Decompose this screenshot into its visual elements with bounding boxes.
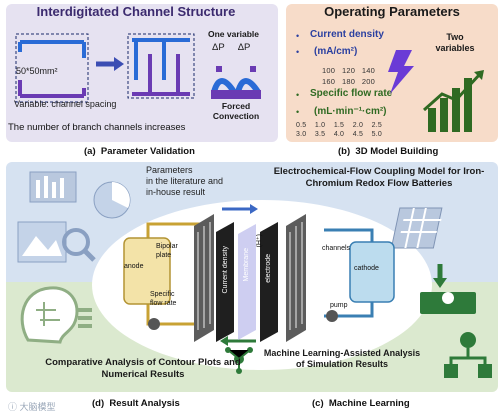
literature-text: Parameters in the literature and in-hous… [146,165,224,197]
bullet-icon: • [296,90,300,100]
cathode-pump-icon [326,310,338,322]
panel-parameter-validation [6,4,278,142]
anode-pump-icon [148,318,160,330]
caption-c: (c) Machine Learning [312,398,410,409]
grid-3d-icon [390,207,443,249]
ml-title: Machine Learning-Assisted Analysis of Si… [263,348,421,369]
bullet-icon: • [296,47,300,57]
plate-outline-right [127,33,195,99]
hierarchy-icon [444,332,492,378]
convection-arc-right-icon [235,78,261,94]
outlet-branches-right [132,54,190,96]
anode-tank [123,237,171,305]
electrode-right [260,222,278,342]
membrane [238,224,256,340]
inlet-branches-right [132,38,190,80]
membrane-label: Membrane [243,248,250,282]
bullet-icon: • [296,31,300,41]
current-values-row1: 100 120 140 [322,66,376,75]
channel-structure-illustration [15,33,261,103]
arrow-head-icon [114,57,124,71]
one-variable-label: One variable [208,29,260,39]
cathode-tank [349,241,395,303]
bar-icon-4 [464,78,472,132]
arrow-right-icon [222,204,258,214]
channels-label: channels [322,245,351,252]
branch-note: The number of branch channels increases [8,122,186,133]
flow-values-row2: 3.0 3.5 4.0 4.5 5.0 [296,131,382,138]
pump-label: pump [330,302,348,309]
proton-label: (H⁺) [256,234,263,248]
trend-arrow-icon [423,72,482,112]
model-icons [390,207,476,314]
bar-icon-2 [440,98,448,132]
anode-label: anode [124,263,144,270]
caption-b: (b) 3D Model Building [338,146,439,157]
panel-b-title: Operating Parameters [324,4,460,19]
pressure-drop-label: ΔP ΔP [212,42,251,53]
flow-battery-schematic [123,214,395,342]
arrow-left-icon [220,336,256,346]
bipolar-plate-label: Bipolar plate [156,243,178,259]
watermark: ⓘ 大脑模型 [8,402,56,412]
panel-a-title: Interdigitated Channel Structure [36,4,236,19]
convection-arc-left-icon [211,78,237,94]
caption-a: (a) Parameter Validation [84,146,195,157]
electrode-label: electrode [265,254,272,283]
bar-icon-3 [452,88,460,132]
inlet-channel-left [18,40,86,58]
cathode-pipe-top [324,228,374,242]
network-icon [225,347,253,374]
current-values-row2: 160 180 200 [322,77,376,86]
anode-pipe-top [146,222,202,238]
model-title: Electrochemical-Flow Coupling Model for … [273,166,485,189]
plate-outline-left [15,33,89,103]
forced-convection-label: Forced Convection [212,101,260,121]
bullet-icon: • [296,107,300,117]
parameter-icons [388,50,484,132]
contour-analysis-title: Comparative Analysis of Contour Plots an… [45,357,241,380]
lightning-icon [388,50,414,94]
flow-values-row1: 0.5 1.0 1.5 2.0 2.5 [296,122,382,129]
bar-icon-1 [428,108,436,132]
current-density-label: Current density [310,29,384,40]
specific-flow-rate-label: Specific flow rate [150,291,177,307]
variable-note: Variable: channel spacing [14,99,117,109]
flow-rate-label: Specific flow rate [310,88,393,99]
cathode-label: cathode [354,265,379,272]
current-unit-label: (mA/cm²) [314,46,358,57]
convection-base [211,90,261,99]
flow-unit-label: (mL·min⁻¹·cm²) [314,106,387,117]
two-variables-label: Two variables [435,32,475,53]
literature-icons [17,171,131,263]
caption-d: (d) Result Analysis [92,398,180,409]
brain-icon [20,286,92,344]
current-density-cell-label: Current density [222,246,229,294]
magnifier-icon [62,228,90,256]
outlet-channel-left [18,80,86,98]
panel-operating-parameters [286,4,498,142]
plate-area-label: 50*50mm² [16,66,58,76]
electrode-left [216,222,234,342]
cathode-pipe-bottom [324,302,374,318]
